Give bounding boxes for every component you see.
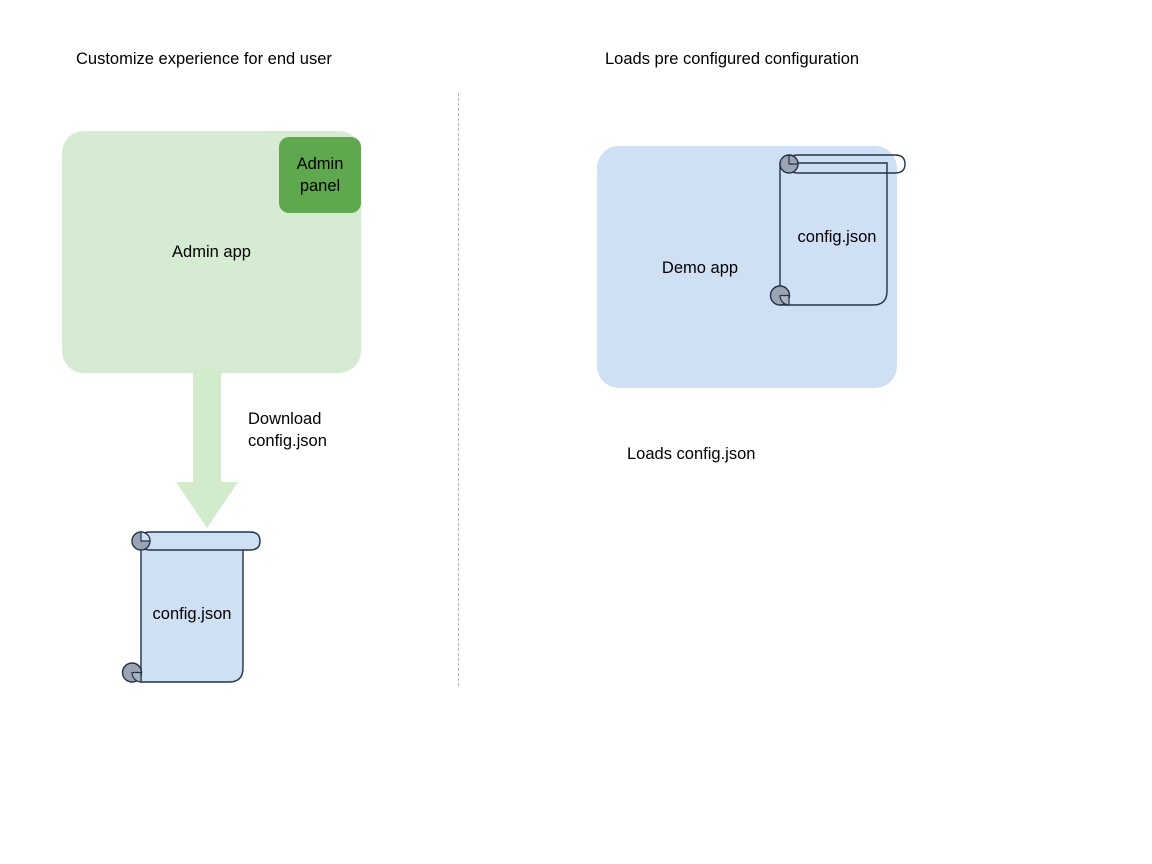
loads-config-caption: Loads config.json bbox=[627, 445, 756, 463]
admin-panel-box[interactable]: Admin panel bbox=[279, 137, 361, 213]
scroll-right-label: config.json bbox=[798, 228, 877, 246]
heading-left-column: Customize experience for end user bbox=[76, 50, 332, 68]
admin-app-label: Admin app bbox=[172, 243, 251, 261]
demo-app-label: Demo app bbox=[661, 259, 739, 277]
down-arrow-icon bbox=[176, 370, 238, 528]
heading-right-column: Loads pre configured configuration bbox=[605, 50, 860, 68]
scroll-document-icon-right[interactable]: config.json bbox=[766, 149, 916, 315]
scroll-document-icon-left[interactable]: config.json bbox=[118, 526, 268, 692]
column-divider bbox=[458, 93, 459, 686]
scroll-left-label: config.json bbox=[153, 605, 232, 623]
download-config-label: Download config.json bbox=[248, 410, 327, 450]
demo-app-card[interactable] bbox=[597, 146, 897, 388]
